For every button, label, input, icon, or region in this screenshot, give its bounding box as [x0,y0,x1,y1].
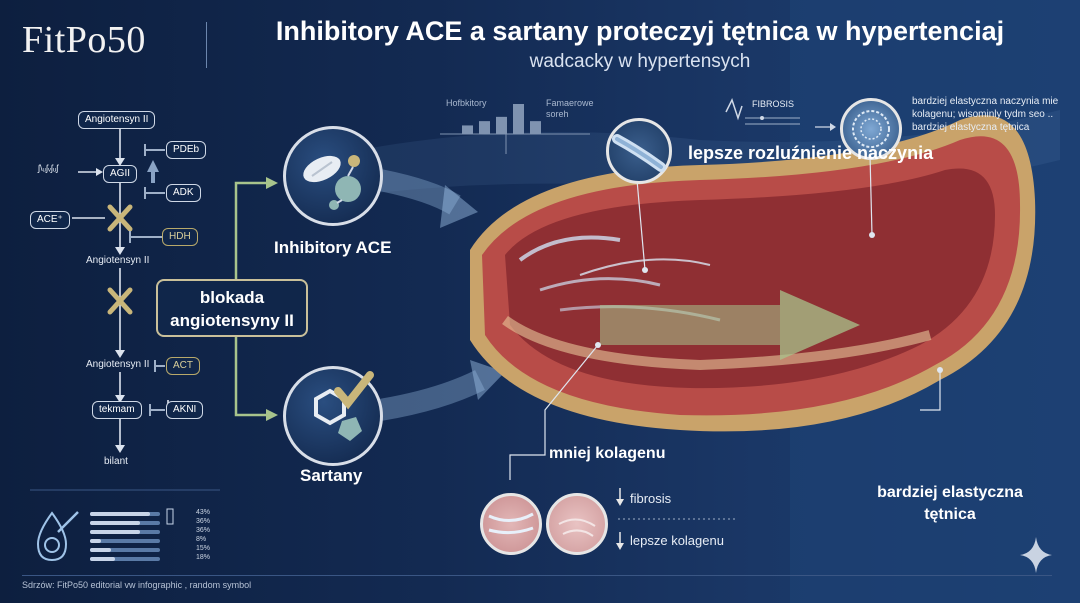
artery-inner-fat [502,315,932,371]
node-angiotensyn-2: Angiotensyn II [86,255,150,266]
mini-chart-bar [496,116,507,134]
flow-arrow-top [377,169,461,215]
legend-box-icon [166,508,174,525]
legend-percent: 36% [196,518,211,525]
blood-flow-arrowhead [780,290,860,360]
node-bilant: bilant [104,456,128,467]
inhibitor-pdeb: PDEb [166,141,207,159]
legend-percent: 36% [196,527,211,534]
vessel-relax-circle [606,118,672,184]
up-arrow-icon [147,160,159,172]
legend-percent: 15% [196,545,211,552]
pill-molecule-icon [303,155,361,210]
legend-bar [90,521,160,525]
fibrosis-strip [725,98,836,131]
inhibit-line [154,361,165,371]
fibrosis-strip-label: FIBROSIS [752,99,795,109]
page-subtitle: wadcacky w hypertensych [529,51,751,72]
inhibitor-akni: AKNI [166,401,204,419]
elastic-tissue-circle [840,98,902,160]
ace-inhibitor-circle [283,126,383,226]
blokada-box: blokada angiotensyny II [156,279,308,337]
mini-chart [440,104,590,154]
down-arrow-icon-head [616,543,624,550]
label-lepsze-kolagenu: lepsze kolagenu [630,533,724,548]
block-x-icon [107,287,133,315]
legend-bar [90,530,160,534]
label-elastic-bottom: bardziej elastyczna tętnica [877,484,1023,523]
sartany-label: Sartany [300,466,363,485]
flow-arrow-bottom [378,370,485,421]
mini-chart-bar [530,121,541,134]
tissue-mesh-icon [852,110,890,148]
blood-flow-arrow-body [600,305,780,345]
artery-illustration [470,115,1036,432]
connector-arrowhead [266,177,278,189]
legend-bar-fill [90,557,116,561]
droplet-gauge-icon [36,511,79,562]
footer-divider [22,575,1052,576]
node-angiotensyn-3: Angiotensyn II [86,359,150,370]
legend-bar-fill [90,521,141,525]
label-lepsze: lepsze rozluźnienie naczynia [688,143,934,163]
page-title: Inhibitory ACE a sartany proteczyj tętni… [275,16,1005,46]
label-elastic-top: bardziej elastyczna naczynia mie kolagen… [912,96,1059,133]
legend-percent: 8% [196,536,207,543]
legend-bar [90,512,160,516]
connector-arrowhead [266,409,278,421]
collagen-fiber [539,277,661,292]
vessel-tube-icon [612,134,666,172]
label-kolagen: mniej kolagenu [549,445,666,462]
legend-bar [90,539,160,543]
leader-lines [509,154,941,480]
node-angiotensyn-1: Angiotensyn II [78,111,156,129]
legend-bar-fill [90,539,102,543]
inhibit-line [144,145,165,155]
squiggle-symbol: ʃ\ᵤʃᵥʃᵤʃ [38,163,59,173]
collagen-fiber [518,235,621,262]
inhibit-line [129,232,162,242]
node-tekmam: tekmam [92,401,142,419]
down-arrow-icon-head [616,499,624,506]
flow-arrowhead-top [440,185,478,228]
collagen-sample-circle-2 [546,493,608,555]
legend-percent: 18% [196,554,211,561]
legend-bar [90,548,160,552]
inhibit-line [149,405,165,415]
pathway-arrows [72,126,169,453]
molecule-check-icon [314,371,374,441]
brand-logo: FitPo50 [22,19,146,61]
up-arrow-icon-stem [151,171,155,183]
collagen-fibers-icon [558,518,596,537]
mini-chart-bar [479,121,490,134]
ace-inhibitor-label: Inhibitory ACE [274,238,392,257]
mini-chart-label-right: Famaerowe soreh [546,98,594,119]
inhibitor-adk: ADK [166,184,201,202]
collagen-fiber [579,258,711,276]
legend-bar-fill [90,530,141,534]
legend-bar-fill [90,512,151,516]
node-agii: AGII [103,165,138,183]
node-ace: ACE⁺ [30,211,70,229]
collagen-fibers-icon [488,512,534,535]
inhibitor-hdh: HDH [162,228,198,246]
legend-percent: 43% [196,509,211,516]
legend-bar-fill [90,548,111,552]
mini-chart-bar [462,125,473,134]
collagen-sample-circle [480,493,542,555]
green-connectors [234,181,268,417]
block-x-icon [107,204,133,232]
footer-source: Sdrzów: FitPo50 editorial vw infographic… [22,580,252,590]
inhibit-line [144,188,165,198]
sparkle-icon [1020,537,1052,573]
inhibitor-act: ACT [166,357,200,375]
mini-chart-label-left: Hofbkitory [446,98,487,108]
legend-bar [90,557,160,561]
sartany-circle [283,366,383,466]
header-divider [206,22,207,68]
mini-chart-bar [513,104,524,134]
label-fibrosis: fibrosis [630,491,672,506]
